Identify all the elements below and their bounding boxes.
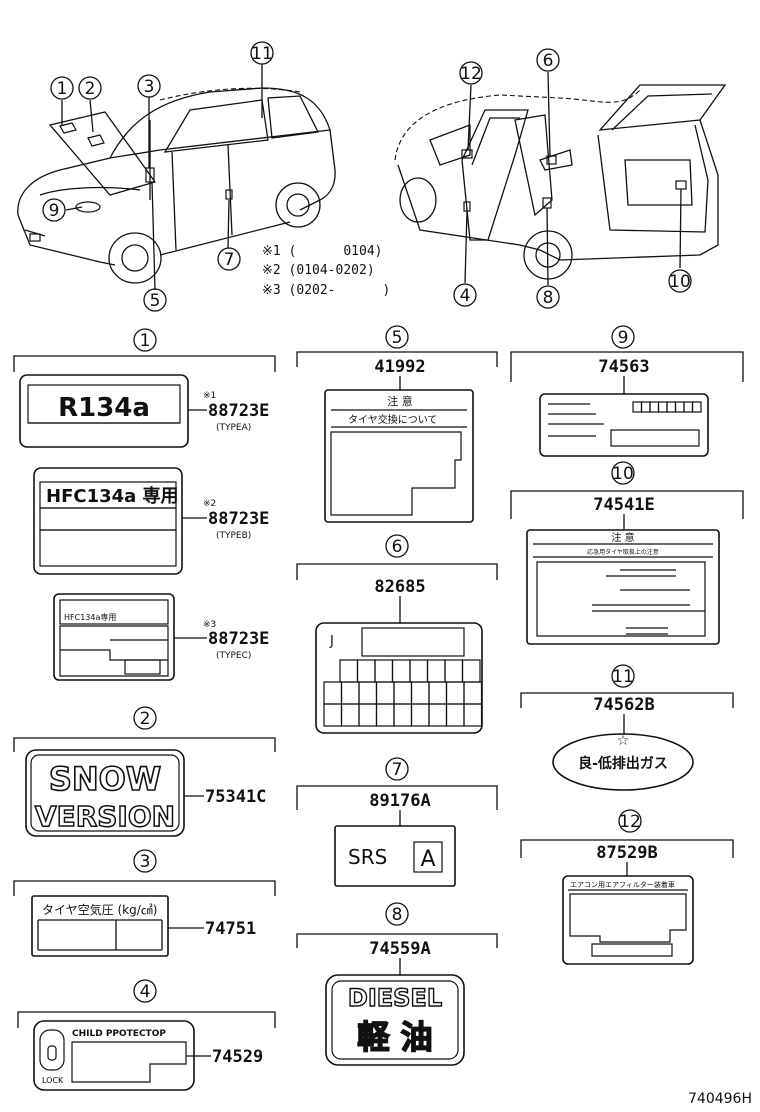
callout-11: 11 bbox=[251, 44, 273, 64]
part-74562b: 74562B bbox=[593, 695, 654, 715]
part-75341c: 75341C bbox=[205, 787, 266, 807]
label-srs-a: A bbox=[420, 847, 435, 872]
group-8-number: 8 bbox=[392, 905, 403, 925]
label-child-protector: CHILD PPOTECTOP bbox=[72, 1029, 166, 1039]
caution-10-sub: 応急用タイヤ取扱上の注意 bbox=[587, 548, 659, 556]
part-74529: 74529 bbox=[212, 1047, 263, 1067]
rear-car-illustration bbox=[394, 71, 727, 286]
mark-3: ※3 bbox=[203, 620, 216, 630]
part-74563: 74563 bbox=[598, 357, 649, 377]
label-version: VERSION bbox=[35, 800, 175, 833]
callout-markers: 1 2 3 11 9 7 5 12 6 4 8 10 bbox=[42, 41, 692, 312]
group-7-number: 7 bbox=[392, 760, 403, 780]
group-10: 10 74541E 注 意 応急用タイヤ取扱上の注意 bbox=[510, 461, 744, 645]
group-7: 7 89176A SRS A bbox=[296, 757, 498, 887]
part-41992: 41992 bbox=[374, 357, 425, 377]
date-notes: ※1 ( 0104) ※2 (0104-0202) ※3 (0202- ) bbox=[262, 244, 390, 298]
label-hfc134a: HFC134a 専用 bbox=[46, 485, 179, 507]
group-2-number: 2 bbox=[140, 709, 151, 729]
caution-5: 注 意 bbox=[387, 394, 413, 408]
type-c: (TYPEC) bbox=[216, 651, 251, 661]
front-car-illustration bbox=[17, 64, 336, 291]
part-88723e-b: 88723E bbox=[208, 509, 269, 529]
label-keiyu: 軽 油 bbox=[357, 1018, 432, 1056]
type-a: (TYPEA) bbox=[216, 423, 251, 433]
group-12: 12 87529B エアコン用エアフィルター装着車 bbox=[520, 809, 734, 965]
label-r134a: R134a bbox=[58, 393, 150, 423]
part-87529b: 87529B bbox=[596, 843, 657, 863]
label-lock: LOCK bbox=[42, 1076, 64, 1085]
callout-9: 9 bbox=[49, 201, 60, 221]
mark-1: ※1 bbox=[203, 391, 216, 401]
note-3: ※3 (0202- ) bbox=[262, 283, 390, 298]
group-10-number: 10 bbox=[612, 464, 634, 484]
label-star: ☆ bbox=[617, 733, 630, 749]
callout-5: 5 bbox=[150, 291, 161, 311]
group-4-number: 4 bbox=[140, 982, 151, 1002]
label-j: J bbox=[329, 634, 334, 649]
mark-2: ※2 bbox=[203, 499, 216, 509]
grid-cell bbox=[463, 703, 483, 727]
note-2: ※2 (0104-0202) bbox=[262, 263, 375, 278]
ink-cells bbox=[632, 401, 702, 413]
note-1: ※1 ( 0104) bbox=[262, 244, 382, 259]
callout-8: 8 bbox=[543, 288, 554, 308]
group-9-number: 9 bbox=[618, 328, 629, 348]
group-5: 5 41992 注 意 タイヤ交換について bbox=[296, 325, 498, 523]
figure-id: 740496H bbox=[688, 1091, 752, 1107]
ink-cell bbox=[691, 401, 702, 413]
group-3: 3 タイヤ空気圧 (kg/㎠) 74751 bbox=[13, 849, 276, 957]
tire-change-text: タイヤ交換について bbox=[348, 413, 437, 426]
callout-2: 2 bbox=[85, 79, 96, 99]
part-88723e-c: 88723E bbox=[208, 629, 269, 649]
callout-6: 6 bbox=[543, 51, 554, 71]
part-74559a: 74559A bbox=[369, 939, 430, 959]
part-74541e: 74541E bbox=[593, 495, 654, 515]
group-9: 9 74563 bbox=[510, 325, 744, 457]
grid-cells bbox=[323, 659, 483, 727]
part-89176a: 89176A bbox=[369, 791, 430, 811]
group-11: 11 74562B ☆ 良-低排出ガス bbox=[520, 664, 734, 791]
group-6: 6 82685 J bbox=[296, 534, 498, 734]
group-1-number: 1 bbox=[140, 331, 151, 351]
callout-3: 3 bbox=[144, 77, 155, 97]
label-tire-pressure: タイヤ空気圧 (kg/㎠) bbox=[42, 902, 157, 917]
label-diesel: DIESEL bbox=[348, 984, 442, 1012]
type-b: (TYPEB) bbox=[216, 531, 251, 541]
group-1: 1 R134a ※1 88723E (TYPEA) HFC134a 専用 ※2 … bbox=[13, 328, 276, 681]
part-74751: 74751 bbox=[205, 919, 256, 939]
group-3-number: 3 bbox=[140, 852, 151, 872]
group-12-number: 12 bbox=[619, 812, 641, 832]
group-2: 2 SNOW VERSION 75341C bbox=[13, 706, 276, 837]
caution-10: 注 意 bbox=[611, 531, 634, 544]
part-88723e-a: 88723E bbox=[208, 401, 269, 421]
group-5-number: 5 bbox=[392, 328, 403, 348]
label-snow: SNOW bbox=[49, 760, 161, 798]
group-11-number: 11 bbox=[612, 667, 634, 687]
callout-1: 1 bbox=[57, 79, 68, 99]
group-4: 4 LOCK CHILD PPOTECTOP 74529 bbox=[17, 979, 276, 1091]
callout-10: 10 bbox=[669, 272, 691, 292]
callout-7: 7 bbox=[224, 250, 235, 270]
callout-4: 4 bbox=[460, 286, 471, 306]
label-aircon-filter: エアコン用エアフィルター装着車 bbox=[570, 880, 675, 889]
part-82685: 82685 bbox=[374, 577, 425, 597]
label-srs: SRS bbox=[348, 845, 387, 869]
callout-12: 12 bbox=[460, 64, 482, 84]
label-hfc-small: HFC134a専用 bbox=[64, 612, 116, 622]
group-6-number: 6 bbox=[392, 537, 403, 557]
group-8: 8 74559A DIESEL 軽 油 bbox=[296, 902, 498, 1066]
label-low-emission: 良-低排出ガス bbox=[578, 755, 668, 772]
